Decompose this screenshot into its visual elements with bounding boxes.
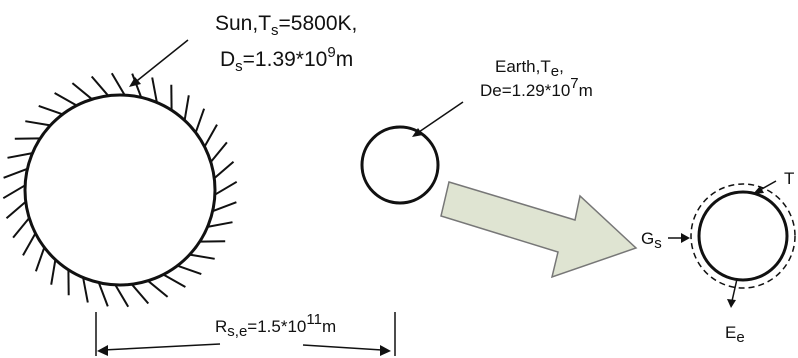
radiation-ray-icon	[82, 277, 89, 303]
radiation-ray-icon	[25, 120, 51, 127]
radiation-ray-icon	[50, 259, 57, 285]
radiation-ray-icon	[151, 77, 158, 103]
radiation-ray-icon	[147, 280, 169, 298]
surface-temp-arrow	[753, 180, 777, 194]
boundary-dashed-circle	[690, 183, 796, 289]
radiation-ray-icon	[90, 75, 109, 97]
irradiation-arrow	[668, 233, 690, 243]
distance-label: Rs,e=1.5*1011m	[215, 311, 336, 340]
earth-circle	[360, 125, 440, 205]
solar-irradiation-label: Gs	[641, 229, 662, 252]
radiation-ray-icon	[34, 247, 46, 272]
radiation-ray-icon	[177, 264, 202, 276]
sun-temp-label: Sun,Ts=5800K,	[215, 12, 357, 39]
radiation-ray-icon	[54, 92, 78, 107]
radiation-ray-icon	[183, 95, 190, 121]
radiation-ray-icon	[131, 283, 150, 305]
radiation-ray-icon	[38, 104, 63, 116]
sun-rays	[2, 72, 238, 308]
radiation-ray-icon	[213, 160, 235, 179]
radiation-ray-icon	[203, 124, 218, 148]
sun-pointer-arrow	[129, 39, 189, 87]
earth-small-circle	[697, 190, 789, 282]
radiation-ray-icon	[114, 284, 130, 308]
earth-diameter-label: De=1.29*107m	[480, 75, 593, 100]
emission-label: Ee	[725, 323, 745, 346]
block-arrow-icon	[440, 181, 638, 279]
radiation-ray-icon	[3, 167, 28, 179]
radiation-ray-icon	[194, 108, 206, 133]
sun-circle	[23, 93, 217, 287]
radiation-ray-icon	[2, 184, 26, 200]
radiation-ray-icon	[214, 180, 238, 196]
sun-diameter-label: Ds=1.39*109m	[220, 44, 353, 75]
radiation-ray-icon	[22, 232, 37, 256]
radiation-ray-icon	[131, 73, 143, 98]
radiation-ray-icon	[162, 273, 186, 288]
radiation-ray-icon	[12, 217, 30, 239]
distance-arrow-left	[97, 343, 221, 356]
radiation-ray-icon	[71, 82, 93, 100]
radiation-ray-icon	[212, 201, 237, 213]
radiation-ray-icon	[110, 72, 126, 96]
earth-pointer-arrow	[412, 101, 464, 137]
distance-arrow-right	[302, 344, 391, 356]
radiation-ray-icon	[189, 253, 215, 260]
surface-temp-label: T	[784, 169, 794, 188]
earth-temp-label: Earth,Te,	[495, 57, 564, 80]
radiation-ray-icon	[5, 201, 27, 220]
emission-arrow	[727, 278, 738, 308]
radiation-ray-icon	[97, 282, 109, 307]
radiation-ray-icon	[210, 141, 228, 163]
radiation-ray-icon	[7, 152, 33, 159]
radiation-ray-icon	[207, 221, 233, 228]
